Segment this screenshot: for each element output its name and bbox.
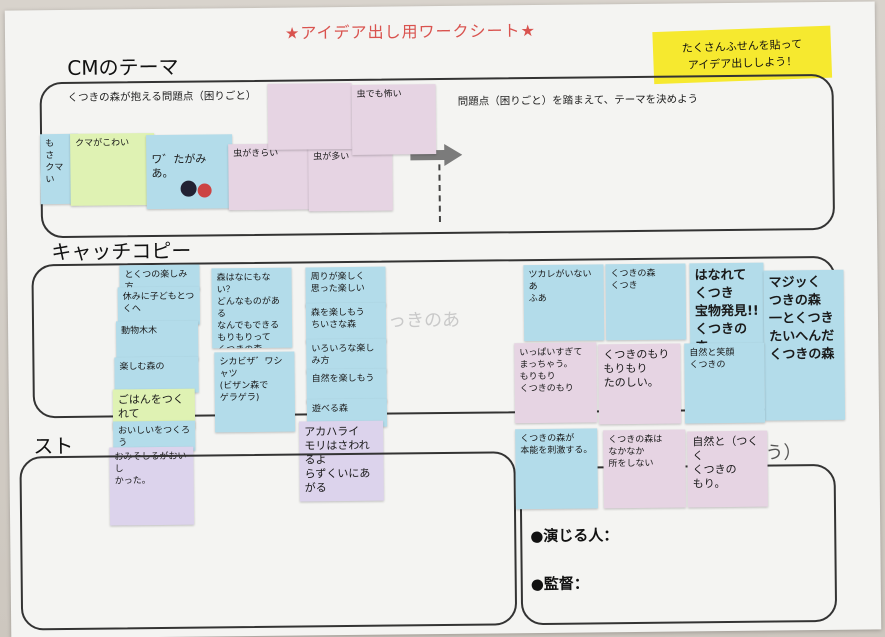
bear-drawing-icon: [180, 180, 212, 198]
catch-note-r5: いっぱいすぎて まっちゃう。 もりもり くつきのもり: [514, 342, 598, 424]
theme-instruction: 問題点（困りごと）を踏まえて、テーマを決めよう: [457, 93, 699, 108]
theme-note-2: クマがこわい: [70, 133, 155, 206]
theme-note-6: [267, 82, 353, 150]
story-frame: [19, 451, 518, 631]
story-note-1: くつきの森が 本能を刺激する。: [515, 428, 598, 510]
catch-note-m1: 森はなにもない？ どんなものがある なんでもできる もりもりって くつきの森: [211, 267, 293, 349]
story-heading: スト: [33, 433, 74, 459]
faint-background-text: っきのあ: [387, 309, 461, 332]
story-note-2: くつきの森は なかなか 所をしない: [603, 429, 686, 509]
director-label: ●監督：: [530, 574, 589, 594]
catch-note-l2: 休みに子どもとつくへ: [117, 286, 201, 326]
worksheet-paper: ★アイデア出し用ワークシート★ たくさんふせんを貼って アイデア出ししよう！ C…: [4, 1, 882, 637]
catch-note-r7: 自然と笑顔 くつきの: [684, 342, 766, 424]
catch-note-r6: くつきのもり もりもり たのしい。: [598, 343, 682, 425]
catch-note-l3: 動物木木: [115, 320, 199, 362]
catch-heading: キャッチコピー: [51, 238, 192, 265]
catch-note-m2: シカビザ゛ワシャツ (ビザン森で ゲラゲラ): [214, 351, 296, 433]
theme-note-3: ワ゛たがみ あ。: [146, 134, 233, 210]
theme-note-4: 虫がきらい: [228, 143, 313, 211]
sheet-title: ★アイデア出し用ワークシート★: [284, 21, 536, 43]
performer-label: ●演じる人：: [530, 526, 619, 546]
theme-heading: CMのテーマ: [67, 54, 179, 80]
catch-note-r3: はなれて くつき 宝物発見!! くつきの森: [689, 262, 765, 346]
catch-note-r2: くつきの森 くつき: [605, 263, 687, 341]
arrow-right-icon: [410, 143, 463, 166]
catch-note-n2: 森を楽しもう ちいさな森: [305, 302, 387, 344]
theme-note-5: 虫が多い: [308, 146, 393, 212]
story-note-3: 自然と（つくく くつきの もり。: [687, 430, 768, 508]
catch-note-r4: マジッく つきの森 一とくつき たいへんだ くつきの森: [763, 269, 846, 421]
catch-note-r1: ツカレがいないあ ふあ: [523, 264, 605, 342]
catch-note-n1: 周りが楽しく 思った楽しい: [305, 266, 386, 308]
problem-label: くつきの森が抱える問題点（困りごと）: [67, 89, 257, 104]
faint-paren-text: う）: [765, 442, 802, 464]
theme-note-7: 虫でも怖い: [351, 84, 437, 155]
